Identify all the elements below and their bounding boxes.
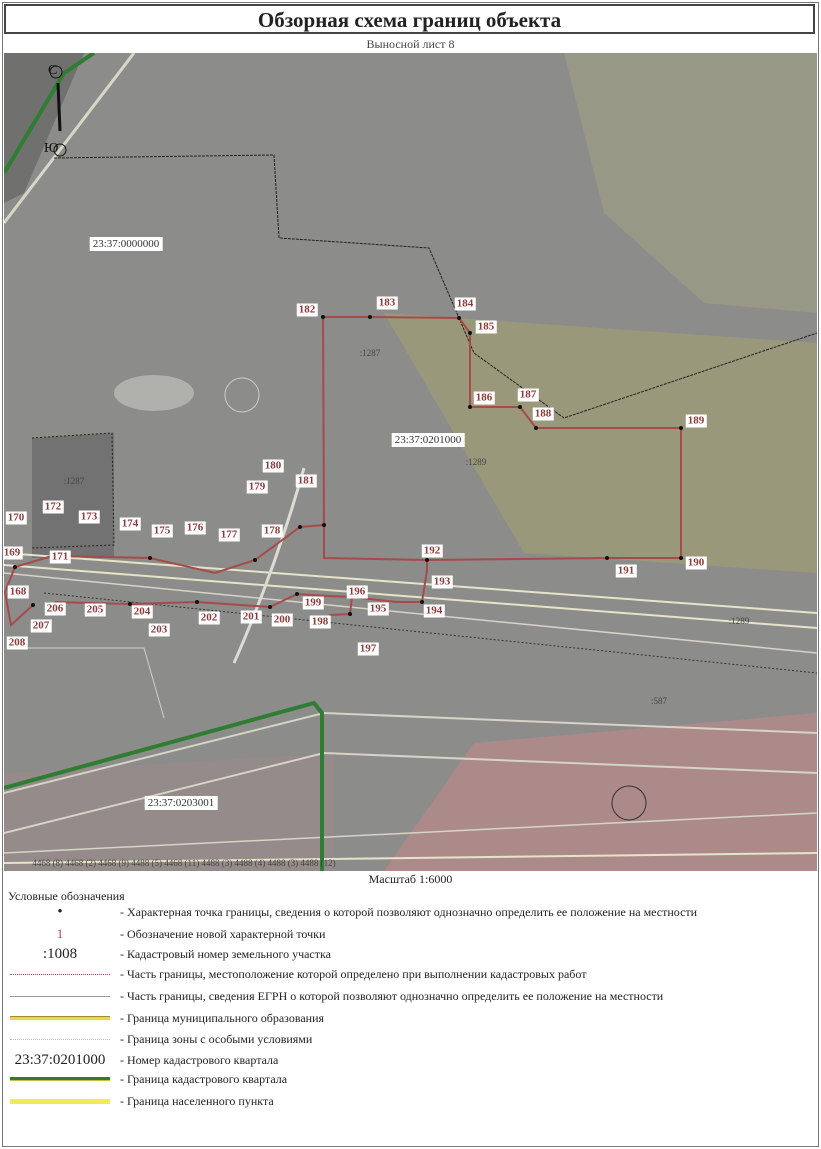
page-title: Обзорная схема границ объекта bbox=[4, 4, 815, 34]
point-label: 168 bbox=[7, 585, 29, 599]
point-label: 173 bbox=[78, 510, 100, 524]
special-zone-line-icon bbox=[6, 1029, 114, 1049]
point-label: 202 bbox=[198, 611, 220, 625]
legend-text: - Часть границы, сведения ЕГРН о которой… bbox=[120, 989, 664, 1003]
parcel-label: :587 bbox=[650, 696, 668, 706]
point-label: 175 bbox=[151, 524, 173, 538]
point-label: 172 bbox=[42, 500, 64, 514]
point-label: 191 bbox=[615, 564, 637, 578]
legend-text: - Граница населенного пункта bbox=[120, 1094, 274, 1108]
point-label: 180 bbox=[262, 459, 284, 473]
roads bbox=[4, 53, 817, 864]
point-label: 205 bbox=[84, 603, 106, 617]
legend-item: - Часть границы, сведения ЕГРН о которой… bbox=[0, 986, 821, 1006]
point-label: 200 bbox=[271, 613, 293, 627]
point-label: 179 bbox=[246, 480, 268, 494]
legend-item: - Граница кадастрового квартала bbox=[0, 1069, 821, 1089]
point-label: 198 bbox=[309, 615, 331, 629]
new-point-icon: 1 bbox=[56, 926, 64, 941]
legend-item: - Граница населенного пункта bbox=[0, 1091, 821, 1111]
quarter-label: 23:37:0203001 bbox=[144, 796, 218, 810]
sheet-subtitle: Выносной лист 8 bbox=[366, 37, 455, 51]
north-arrow bbox=[49, 65, 67, 157]
point-label: 195 bbox=[367, 602, 389, 616]
north-label: С bbox=[48, 63, 58, 78]
point-label: 189 bbox=[685, 414, 707, 428]
quarter-boundaries bbox=[4, 53, 817, 871]
point-label: 170 bbox=[5, 511, 27, 525]
point-label: 176 bbox=[184, 521, 206, 535]
point-label: 185 bbox=[475, 320, 497, 334]
map-scale: Масштаб 1:6000 bbox=[368, 872, 453, 886]
bottom-parcel-labels: 4468 (8) 4468 (2) 4468 (9) 4488 (5) 4468… bbox=[32, 858, 336, 868]
legend-item: 23:37:0201000 - Номер кадастрового кварта… bbox=[0, 1050, 821, 1070]
terrain bbox=[4, 53, 817, 871]
south-label: Ю bbox=[44, 141, 59, 156]
point-label: 196 bbox=[346, 585, 368, 599]
point-label: 178 bbox=[261, 524, 283, 538]
point-label: 199 bbox=[302, 596, 324, 610]
point-label: 203 bbox=[148, 623, 170, 637]
boundary-points bbox=[13, 315, 683, 616]
municipal-boundary-icon bbox=[6, 1008, 114, 1028]
legend-item: :1008 - Кадастровый номер земельного учас… bbox=[0, 944, 821, 964]
parcel-label: :1289 bbox=[728, 616, 750, 626]
legend-text: - Кадастровый номер земельного участка bbox=[120, 947, 331, 961]
quarter-boundary-icon bbox=[6, 1069, 114, 1089]
point-label: 171 bbox=[49, 550, 71, 564]
legend-item: - Граница муниципального образования bbox=[0, 1008, 821, 1028]
point-label: 177 bbox=[218, 528, 240, 542]
parcel-label: :1289 bbox=[465, 457, 487, 467]
point-label: 193 bbox=[431, 575, 453, 589]
point-label: 201 bbox=[240, 610, 262, 624]
point-label: 194 bbox=[423, 604, 445, 618]
legend-text: - Граница зоны с особыми условиями bbox=[120, 1032, 313, 1046]
point-label: 184 bbox=[454, 297, 476, 311]
point-label: 174 bbox=[119, 517, 141, 531]
map-view[interactable]: С Ю 23:37:0000000 23:37:0201000 23:37:02… bbox=[4, 53, 817, 871]
point-label: 169 bbox=[4, 546, 23, 560]
settlement-boundary-icon bbox=[6, 1091, 114, 1111]
legend-text: - Характерная точка границы, сведения о … bbox=[120, 905, 698, 919]
parcel-label: :1287 bbox=[359, 348, 381, 358]
quarter-label: 23:37:0201000 bbox=[391, 433, 465, 447]
point-label: 192 bbox=[421, 544, 443, 558]
point-label: 206 bbox=[44, 602, 66, 616]
parcel-label: :1287 bbox=[63, 476, 85, 486]
parcel-number-sample: :1008 bbox=[42, 945, 78, 962]
point-label: 183 bbox=[376, 296, 398, 310]
legend-text: - Обозначение новой характерной точки bbox=[120, 927, 326, 941]
legend-text: - Часть границы, местоположение которой … bbox=[120, 967, 587, 981]
legend-title: Условные обозначения bbox=[8, 889, 125, 903]
point-label: 181 bbox=[295, 474, 317, 488]
new-boundary-line-icon bbox=[6, 964, 114, 984]
legend-text: - Номер кадастрового квартала bbox=[120, 1053, 279, 1067]
legend-item: - Часть границы, местоположение которой … bbox=[0, 964, 821, 984]
point-dot-icon: • bbox=[57, 903, 63, 920]
point-label: 204 bbox=[131, 605, 153, 619]
quarter-number-sample: 23:37:0201000 bbox=[14, 1051, 106, 1068]
point-label: 197 bbox=[357, 642, 379, 656]
map-drawing bbox=[4, 53, 817, 871]
point-label: 187 bbox=[517, 388, 539, 402]
point-label: 186 bbox=[473, 391, 495, 405]
legend-text: - Граница муниципального образования bbox=[120, 1011, 325, 1025]
point-label: 207 bbox=[30, 619, 52, 633]
quarter-label: 23:37:0000000 bbox=[89, 237, 163, 251]
point-label: 208 bbox=[6, 636, 28, 650]
point-label: 190 bbox=[685, 556, 707, 570]
legend-item: • - Характерная точка границы, сведения о… bbox=[0, 902, 821, 922]
legend-text: - Граница кадастрового квартала bbox=[120, 1072, 288, 1086]
legend-item: - Граница зоны с особыми условиями bbox=[0, 1029, 821, 1049]
point-label: 188 bbox=[532, 407, 554, 421]
legend-item: 1 - Обозначение новой характерной точки bbox=[0, 924, 821, 944]
point-label: 182 bbox=[296, 303, 318, 317]
egrn-boundary-line-icon bbox=[6, 986, 114, 1006]
